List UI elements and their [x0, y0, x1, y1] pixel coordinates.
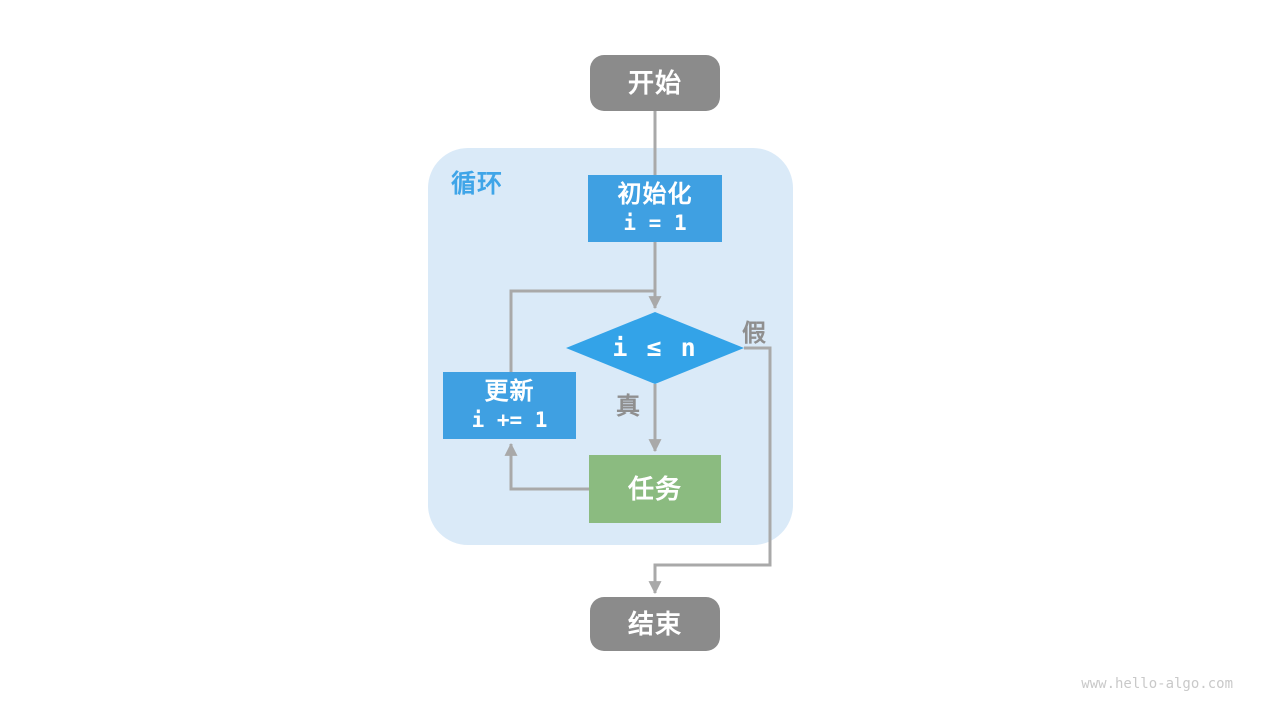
- node-initialize-code: i = 1: [623, 210, 687, 235]
- edge-condition-false-to-end: [648, 346, 772, 595]
- edge-label-false: 假: [742, 320, 766, 347]
- node-initialize-label: 初始化: [617, 180, 693, 208]
- node-start: 开始: [590, 55, 720, 111]
- loop-label: 循环: [451, 170, 504, 198]
- edge-label-true: 真: [616, 393, 640, 420]
- node-condition-label: i ≤ n: [612, 332, 698, 362]
- watermark: www.hello-algo.com: [1081, 676, 1233, 692]
- node-update-code: i += 1: [471, 407, 548, 432]
- node-update: 更新 i += 1: [443, 372, 576, 439]
- node-task: 任务: [589, 455, 721, 523]
- node-update-label: 更新: [484, 377, 535, 405]
- node-end: 结束: [590, 597, 720, 651]
- node-initialize: 初始化 i = 1: [588, 175, 722, 242]
- node-end-label: 结束: [627, 608, 682, 639]
- node-start-label: 开始: [627, 67, 682, 98]
- edge-update-loopback: [509, 289, 655, 372]
- node-task-label: 任务: [627, 473, 682, 504]
- edge-task-to-update: [504, 442, 589, 491]
